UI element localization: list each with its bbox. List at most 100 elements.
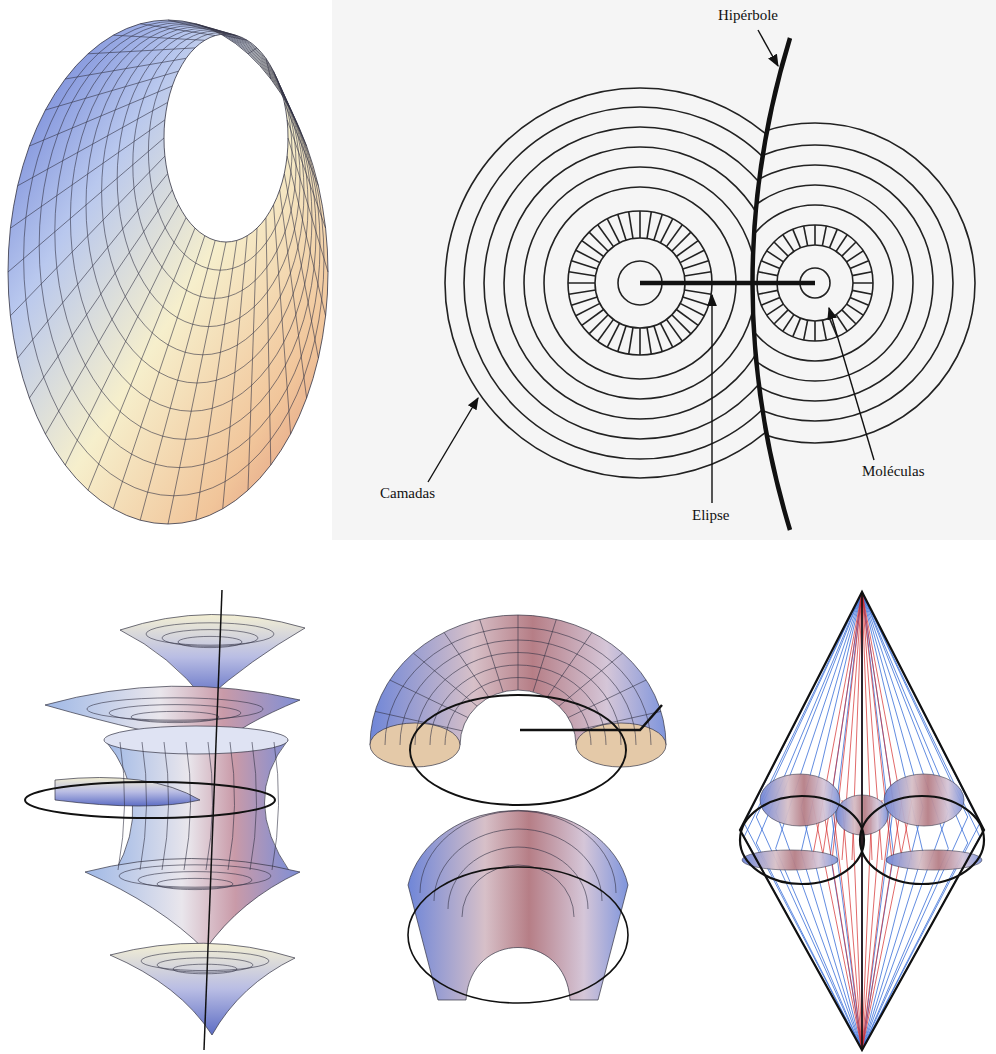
grid-line — [162, 742, 169, 870]
molecule-tick — [852, 272, 872, 276]
grid-line — [533, 619, 556, 692]
grid-line — [413, 653, 477, 706]
grid-line — [113, 236, 205, 509]
molecule-tick — [647, 327, 651, 354]
grid-ring — [157, 958, 253, 972]
grid-ring — [109, 705, 241, 722]
molecule-tick — [842, 242, 856, 256]
molecule-tick — [850, 261, 869, 269]
bar-line — [520, 705, 662, 730]
diamond-outline — [740, 592, 984, 1050]
molecule-tick — [761, 261, 780, 269]
molecule-tick — [629, 327, 633, 354]
molecule-tick — [684, 290, 711, 294]
cyclide-surface — [8, 20, 328, 524]
grid-line — [266, 218, 271, 465]
molecule-tick — [853, 282, 873, 284]
molecule-tick — [639, 328, 641, 355]
grid-ring — [119, 865, 271, 887]
molecule-tick — [822, 226, 826, 246]
grid-line — [288, 138, 328, 272]
circle-curve — [860, 796, 984, 884]
molecule-tick — [830, 229, 838, 248]
generator-line — [801, 853, 862, 1051]
grid-line — [568, 680, 646, 718]
ellipse-curve — [410, 695, 626, 805]
grid-ring — [178, 636, 242, 647]
grid-line — [18, 102, 168, 185]
generator-line — [776, 812, 862, 1050]
molecule-tick — [618, 215, 626, 241]
molecule-tick — [814, 225, 816, 245]
molecule-tick — [598, 225, 614, 247]
grid-line — [29, 86, 172, 146]
callout-label: Elipse — [690, 506, 732, 525]
molecule-tick — [676, 241, 698, 257]
grid-line — [196, 240, 237, 520]
generator-line — [862, 812, 948, 1050]
grid-ring — [162, 630, 258, 647]
molecule-tick — [774, 242, 788, 256]
molecule-tick — [684, 272, 711, 276]
grid-line — [184, 742, 191, 870]
molecule-tick — [783, 315, 794, 332]
grid-ring — [420, 811, 616, 893]
grid-line — [266, 58, 271, 79]
red-line — [862, 800, 912, 1050]
molecule-tick — [572, 297, 598, 305]
grid-line — [29, 190, 172, 398]
cyclide-body — [8, 20, 328, 524]
molecule-tick — [783, 235, 794, 252]
grid-ring — [157, 878, 233, 889]
molecule-tick — [683, 261, 709, 269]
cut-torus-lower — [408, 810, 628, 1000]
molecule-tick — [814, 321, 816, 341]
molecule-tick — [822, 320, 826, 340]
grid-line — [248, 228, 257, 490]
grid-line — [65, 58, 186, 79]
callout-label: Moléculas — [860, 462, 926, 481]
circle-curve — [408, 867, 628, 1003]
molecule-tick — [569, 272, 596, 276]
grid-ring — [87, 698, 263, 720]
red-line — [812, 800, 862, 1050]
grid-line — [559, 653, 623, 706]
molecule-tick — [582, 310, 604, 326]
grid-line — [444, 632, 489, 697]
grid-line — [272, 742, 279, 870]
molecule-tick — [836, 235, 847, 252]
grid-line — [168, 20, 226, 34]
left-layers — [445, 88, 835, 478]
molecule-tick — [572, 261, 598, 269]
molecule-tick — [758, 272, 778, 276]
molecule-tick — [654, 326, 662, 352]
callout-label: Hipérbole — [716, 6, 780, 25]
grid-line — [18, 174, 168, 359]
grid-line — [223, 35, 248, 40]
molecule-tick — [654, 215, 662, 241]
scan-ground — [332, 0, 996, 540]
grid-line — [228, 742, 235, 870]
grid-line — [118, 742, 125, 870]
grid-line — [287, 120, 326, 228]
grid-line — [480, 619, 503, 692]
grid-line — [518, 615, 519, 690]
molecule-tick — [793, 318, 801, 337]
ellipse-segment — [640, 281, 815, 286]
molecule-tick — [767, 251, 784, 262]
ellipse-curve — [25, 782, 275, 818]
grid-ring — [173, 964, 237, 974]
molecule-tick — [852, 290, 872, 294]
molecule-tick — [660, 323, 672, 347]
axis-line — [861, 592, 863, 1050]
stacked-surfaces — [45, 614, 305, 1035]
molecule-tick — [568, 282, 595, 284]
red-line — [832, 800, 862, 1050]
grid-ring — [462, 865, 574, 917]
grid-line — [8, 138, 164, 272]
grid-line — [250, 742, 257, 870]
cut-torus — [370, 615, 666, 767]
circle-curve — [740, 796, 864, 884]
